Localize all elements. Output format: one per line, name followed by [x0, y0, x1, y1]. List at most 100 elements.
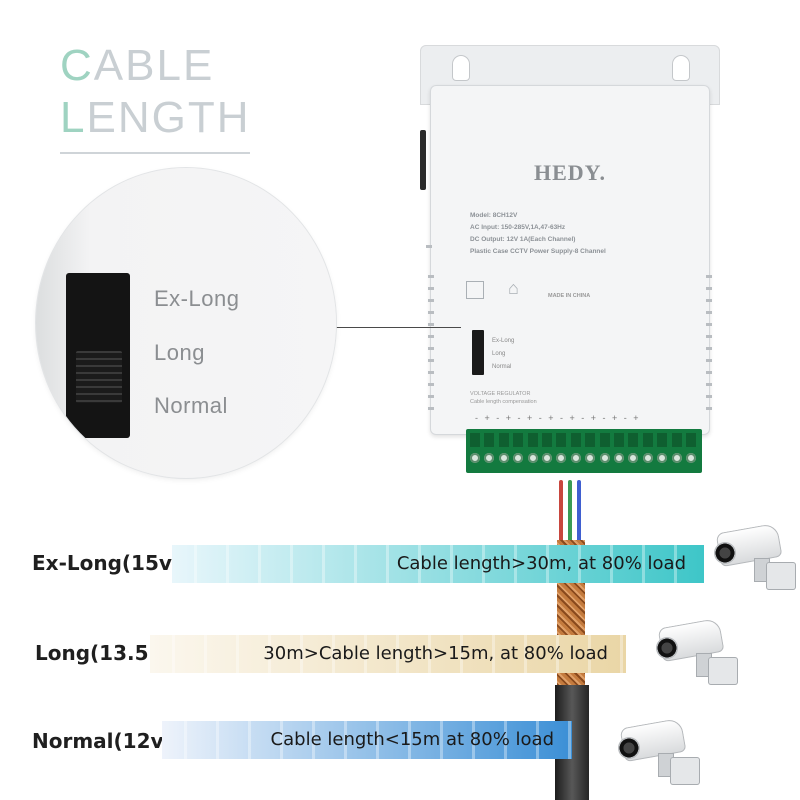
power-supply-device: HEDY. Model: 8CH12V AC Input: 150-285V,1… — [420, 45, 720, 473]
zoom-label-normal: Normal — [154, 393, 228, 418]
terminal-slot — [527, 433, 538, 447]
made-in-label: MADE IN CHINA — [548, 293, 591, 299]
zoom-label-ex-long: Ex-Long — [154, 286, 240, 311]
spec-ac-input: AC Input: 150-285V,1A,47-63Hz — [470, 224, 566, 231]
terminal-slot — [671, 433, 682, 447]
mode-bar-normal: Cable length<15m at 80% load — [162, 721, 572, 759]
keyhole-icon — [672, 55, 690, 81]
terminal-screw — [599, 453, 610, 463]
vent-slot — [428, 395, 434, 398]
terminal-screw — [657, 453, 668, 463]
vent-slot — [706, 311, 712, 314]
red-wire — [559, 480, 563, 550]
switch-label-ex-long: Ex-Long — [492, 338, 515, 344]
terminal-slot — [570, 433, 581, 447]
terminal-slot — [585, 433, 596, 447]
vent-slot — [428, 371, 434, 374]
vent-slot — [428, 311, 434, 314]
title-line-1: CABLE — [60, 40, 250, 92]
switch-zoom-view: Ex-Long Long Normal — [36, 168, 336, 478]
page-title: CABLE LENGTH — [60, 40, 250, 144]
terminal-slot — [556, 433, 567, 447]
device-body: HEDY. Model: 8CH12V AC Input: 150-285V,1… — [426, 85, 712, 473]
vent-slot — [706, 371, 712, 374]
vent-slot — [428, 299, 434, 302]
terminal-slot — [642, 433, 653, 447]
terminal-screw — [527, 453, 538, 463]
regulator-title: VOLTAGE REGULATOR — [470, 391, 531, 397]
mode-description-ex-long: Cable length>30m, at 80% load — [396, 553, 686, 574]
regulator-label: VOLTAGE REGULATOR Cable length compensat… — [470, 390, 537, 406]
terminal-polarity-signs: -+-+-+-+-+-+-+-+ — [475, 413, 646, 423]
mode-description-long: 30m>Cable length>15m, at 80% load — [263, 643, 608, 664]
mode-description-normal: Cable length<15m at 80% load — [270, 729, 554, 750]
green-wire — [568, 480, 572, 550]
terminal-screw — [513, 453, 524, 463]
title-initial-1: C — [60, 41, 94, 90]
camera-lens — [656, 637, 678, 659]
terminal-slot — [470, 433, 480, 447]
vent-slot — [706, 287, 712, 290]
terminal-slot — [513, 433, 524, 447]
vent-slot — [706, 323, 712, 326]
terminal-slot — [599, 433, 610, 447]
camera-lens — [714, 542, 736, 564]
terminal-screw — [671, 453, 682, 463]
indoor-use-icon: ⌂ — [508, 278, 519, 298]
vent-slot — [428, 275, 434, 278]
zoom-label-long: Long — [154, 340, 205, 365]
vent-slot — [706, 383, 712, 386]
terminal-screw — [542, 453, 552, 463]
spec-label: Model: 8CH12V AC Input: 150-285V,1A,47-6… — [470, 210, 606, 258]
terminal-screw — [570, 453, 581, 463]
mode-bar-long: 30m>Cable length>15m, at 80% load — [150, 635, 626, 673]
terminal-block — [466, 429, 702, 473]
zoom-switch-slot — [66, 273, 130, 438]
vent-slot — [706, 359, 712, 362]
vent-slot — [428, 335, 434, 338]
terminal-screw — [556, 453, 567, 463]
camera-wall-mount — [766, 562, 796, 590]
chevron-pattern — [150, 635, 626, 673]
title-rest-1: ABLE — [93, 41, 215, 90]
mode-label-normal: Normal(12v) — [32, 729, 173, 753]
keyhole-icon — [452, 55, 470, 81]
title-rest-2: ENGTH — [86, 93, 251, 142]
voltage-selector-switch — [472, 330, 484, 375]
regulator-subtitle: Cable length compensation — [470, 399, 537, 405]
spec-dc-output: DC Output: 12V 1A(Each Channel) — [470, 236, 576, 243]
blue-wire — [577, 480, 581, 550]
terminal-slot — [542, 433, 552, 447]
terminal-slot — [657, 433, 668, 447]
title-underline — [60, 152, 250, 154]
zoom-pointer-line — [296, 327, 461, 328]
camera-wall-mount — [708, 657, 738, 685]
mode-label-long: Long(13.5) — [35, 641, 158, 665]
mode-label-ex-long: Ex-Long(15v) — [32, 551, 182, 575]
vent-slot — [706, 275, 712, 278]
camera-wall-mount — [670, 757, 700, 785]
terminal-screw — [686, 453, 696, 463]
surveillance-camera-icon — [708, 520, 800, 595]
terminal-slot — [498, 433, 509, 447]
terminal-slot — [614, 433, 624, 447]
vent-slot — [428, 383, 434, 386]
vent-slot — [426, 245, 432, 248]
brand-logo: HEDY. — [533, 160, 607, 185]
vent-slot — [706, 335, 712, 338]
vent-slot — [428, 323, 434, 326]
spec-model: Model: 8CH12V — [470, 212, 518, 219]
zoom-switch-knob — [76, 351, 122, 403]
vent-slot — [428, 287, 434, 290]
chevron-pattern — [172, 545, 704, 583]
title-line-2: LENGTH — [60, 92, 250, 144]
double-insulation-icon — [466, 281, 484, 299]
terminal-screw — [470, 453, 480, 463]
vent-slot — [706, 299, 712, 302]
vent-slot — [706, 395, 712, 398]
title-initial-2: L — [60, 93, 87, 142]
mode-bar-ex-long: Cable length>30m, at 80% load — [172, 545, 704, 583]
terminal-screw — [614, 453, 624, 463]
terminal-slot — [686, 433, 696, 447]
side-clip — [420, 130, 426, 190]
